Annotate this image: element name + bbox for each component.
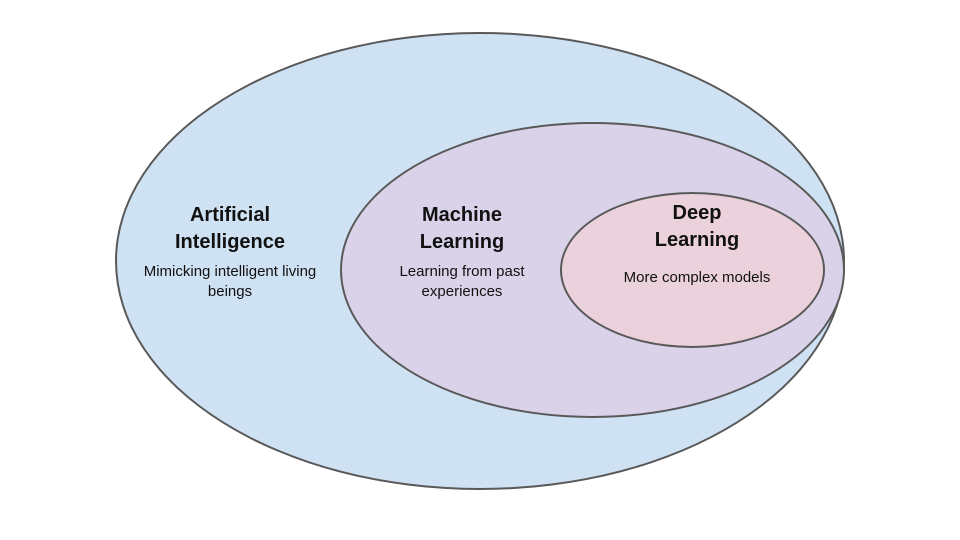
machine-learning-label: Machine Learning	[419, 204, 505, 253]
deep-learning-label: Deep Learning	[654, 202, 740, 251]
machine-learning-description: Learning from past experiences	[399, 263, 525, 301]
artificial-intelligence-description: Mimicking intelligent living beings	[143, 263, 317, 301]
artificial-intelligence-label: Artificial Intelligence	[174, 204, 286, 253]
deep-learning-description: More complex models	[623, 269, 771, 286]
deep-learning-ellipse	[560, 192, 825, 348]
